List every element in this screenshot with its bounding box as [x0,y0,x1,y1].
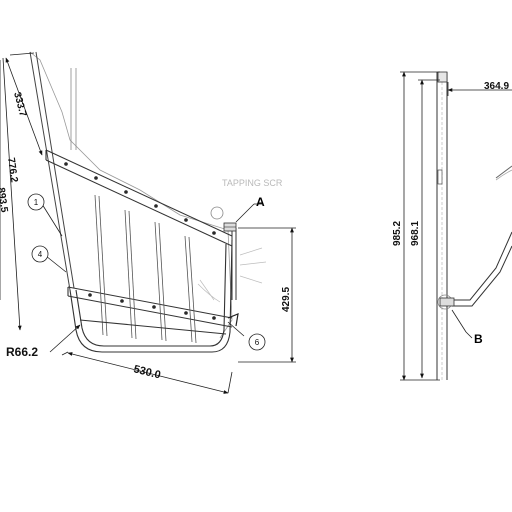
dim-893-5: 893.5 [0,187,9,214]
balloon-4-label: 4 [38,250,43,259]
balloon-1-label: 1 [34,198,39,207]
dim-968-1: 968.1 [410,221,421,246]
vertical-slats [94,194,197,344]
dim-333-7: 333.7 [11,91,28,118]
detail-b-label: B [474,332,483,346]
front-view [29,51,267,353]
side-view [436,71,512,380]
front-dimensions [0,52,296,394]
balloon-4 [31,245,49,263]
lower-bar [67,286,233,328]
balloon-1 [27,193,45,211]
balloon-6-label: 6 [255,338,260,347]
bottom-tube [69,239,233,353]
dim-530-0: 530.0 [132,363,162,381]
construction-lines [197,247,267,303]
dim-776-2: 776.2 [5,157,19,184]
detail-a-screw [210,206,237,232]
dim-985-2: 985.2 [392,221,403,246]
upper-diagonal-bar [45,149,233,247]
dim-429-5: 429.5 [281,287,292,312]
panel-outline [29,51,233,339]
side-dimensions [400,71,512,381]
dim-364-9: 364.9 [484,81,509,92]
dim-radius: R66.2 [6,345,38,359]
balloon-6 [248,333,266,351]
detail-a-label: A [256,195,265,209]
detail-b-screw [437,294,455,310]
tapping-screw-note: TAPPING SCR [222,178,283,188]
balloons [27,193,266,351]
side-arm [452,165,512,307]
